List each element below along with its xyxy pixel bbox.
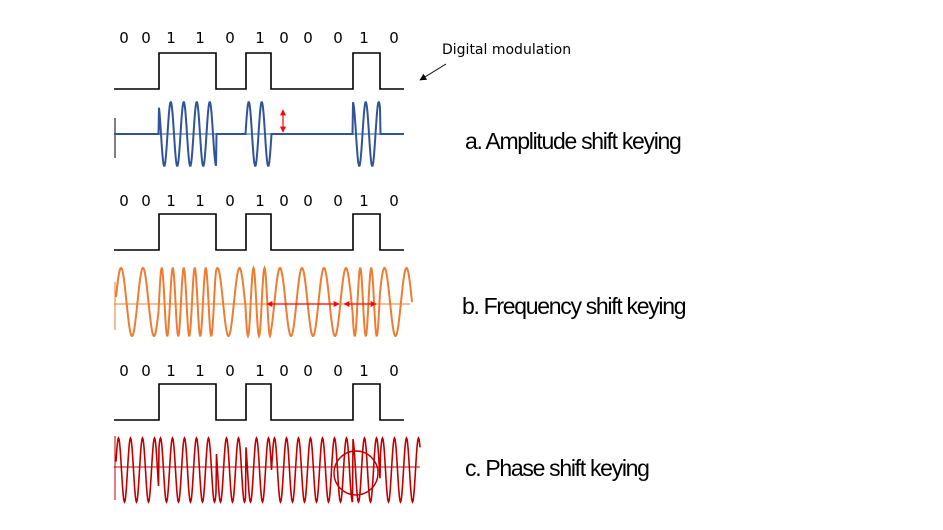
annotation-arrow — [419, 63, 447, 81]
bit-label: 0 — [389, 29, 399, 47]
bit-label: 1 — [195, 29, 205, 47]
bit-label: 0 — [225, 192, 235, 210]
bit-label: 0 — [225, 362, 235, 380]
bit-label: 0 — [279, 192, 289, 210]
bit-label: 1 — [255, 192, 265, 210]
bit-label: 1 — [166, 192, 176, 210]
bit-label: 0 — [141, 29, 151, 47]
bit-label: 0 — [119, 192, 129, 210]
bit-label: 1 — [359, 29, 369, 47]
bit-label: 0 — [303, 192, 313, 210]
ask-modulated-wave — [116, 101, 404, 167]
bit-label: 0 — [389, 362, 399, 380]
bit-label: 0 — [333, 192, 343, 210]
bit-label: 0 — [279, 29, 289, 47]
bit-label: 0 — [119, 29, 129, 47]
digital-square-wave-ask — [114, 52, 404, 90]
bit-label: 0 — [119, 362, 129, 380]
bit-label: 0 — [389, 192, 399, 210]
bit-sequence-psk: 0 0 1 1 0 1 0 0 0 1 0 — [118, 362, 408, 382]
digital-modulation-annotation: Digital modulation — [442, 42, 572, 58]
psk-phase-change-circle — [333, 450, 379, 496]
bit-label: 1 — [195, 362, 205, 380]
bit-label: 1 — [359, 192, 369, 210]
bit-label: 0 — [225, 29, 235, 47]
bit-label: 0 — [141, 192, 151, 210]
bit-sequence-fsk: 0 0 1 1 0 1 0 0 0 1 0 — [118, 192, 408, 212]
bit-label: 0 — [333, 362, 343, 380]
bit-label: 0 — [333, 29, 343, 47]
digital-square-wave-psk — [114, 383, 404, 421]
psk-modulated-wave — [115, 436, 421, 504]
bit-label: 1 — [255, 362, 265, 380]
bit-label: 1 — [255, 29, 265, 47]
label-frequency-shift-keying: b. Frequency shift keying — [462, 293, 686, 319]
bit-label: 0 — [279, 362, 289, 380]
bit-label: 0 — [141, 362, 151, 380]
bit-label: 1 — [359, 362, 369, 380]
bit-label: 0 — [303, 29, 313, 47]
fsk-modulated-wave — [115, 265, 413, 339]
label-amplitude-shift-keying: a. Amplitude shift keying — [465, 128, 682, 154]
bit-label: 0 — [303, 362, 313, 380]
digital-square-wave-fsk — [114, 213, 404, 251]
bit-label: 1 — [166, 362, 176, 380]
bit-label: 1 — [166, 29, 176, 47]
bit-label: 1 — [195, 192, 205, 210]
bit-sequence-ask: 0 0 1 1 0 1 0 0 0 1 0 — [118, 29, 408, 49]
label-phase-shift-keying: c. Phase shift keying — [465, 455, 650, 481]
